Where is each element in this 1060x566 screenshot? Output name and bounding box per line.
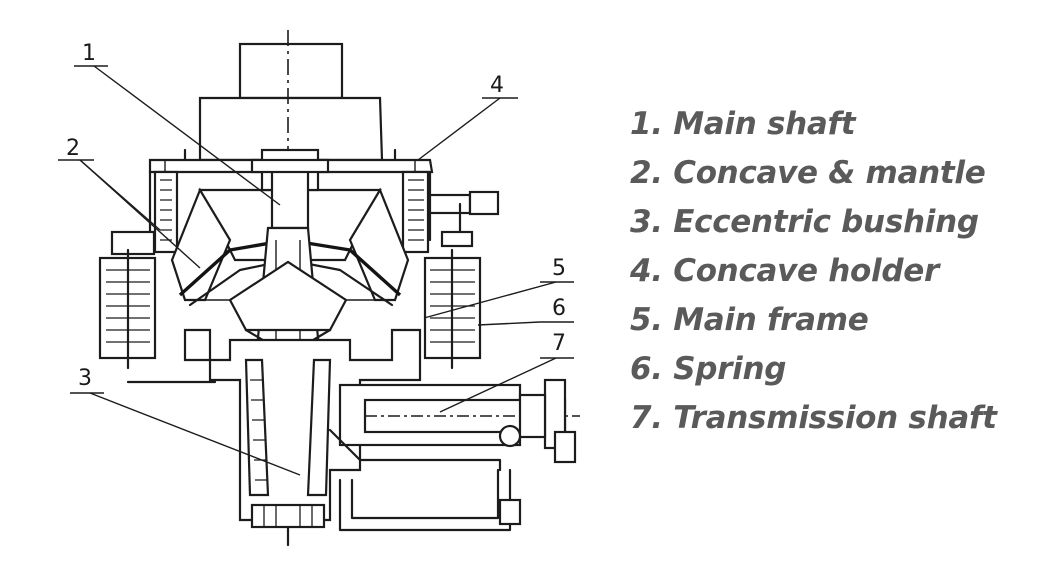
callout-number: 1 bbox=[82, 41, 96, 66]
callout-number: 7 bbox=[552, 331, 566, 356]
spring-left bbox=[98, 248, 157, 370]
legend-item-transmission-shaft: 7. Transmission shaft bbox=[630, 400, 997, 436]
callout-number: 6 bbox=[552, 296, 566, 321]
mantle-cone bbox=[228, 260, 348, 332]
eccentric-bushing bbox=[244, 358, 332, 497]
legend-item-concave-mantle: 2. Concave & mantle bbox=[630, 155, 986, 191]
concave-holder bbox=[148, 148, 434, 254]
legend-item-concave-holder: 4. Concave holder bbox=[630, 253, 939, 289]
spring-right bbox=[423, 248, 482, 370]
main-frame bbox=[126, 328, 422, 547]
callout-7: 7 bbox=[439, 331, 574, 413]
crusher-cross-section: 1 2 3 4 5 6 7 bbox=[58, 30, 580, 547]
transmission-shaft bbox=[328, 378, 580, 472]
callout-2: 2 bbox=[58, 136, 201, 269]
parts-legend: 1. Main shaft 2. Concave & mantle 3. Ecc… bbox=[630, 100, 1050, 443]
left-bracket bbox=[110, 230, 156, 256]
callout-number: 2 bbox=[66, 136, 80, 161]
legend-item-main-shaft: 1. Main shaft bbox=[630, 106, 856, 142]
feed-hopper-top bbox=[238, 42, 344, 100]
callout-number: 3 bbox=[78, 366, 92, 391]
callout-4: 4 bbox=[417, 73, 518, 161]
callout-number: 4 bbox=[490, 73, 504, 98]
legend-item-eccentric-bushing: 3. Eccentric bushing bbox=[630, 204, 979, 240]
cone-crusher-diagram: 1 2 3 4 5 6 7 bbox=[58, 30, 580, 547]
legend-item-spring: 6. Spring bbox=[630, 351, 787, 387]
callout-number: 5 bbox=[552, 256, 566, 281]
callout-3: 3 bbox=[70, 366, 301, 476]
callout-6: 6 bbox=[477, 296, 574, 326]
callout-1: 1 bbox=[74, 41, 281, 206]
oil-pipe bbox=[338, 468, 522, 532]
legend-item-main-frame: 5. Main frame bbox=[630, 302, 869, 338]
adjust-handle bbox=[428, 190, 500, 248]
callout-5: 5 bbox=[423, 256, 574, 319]
